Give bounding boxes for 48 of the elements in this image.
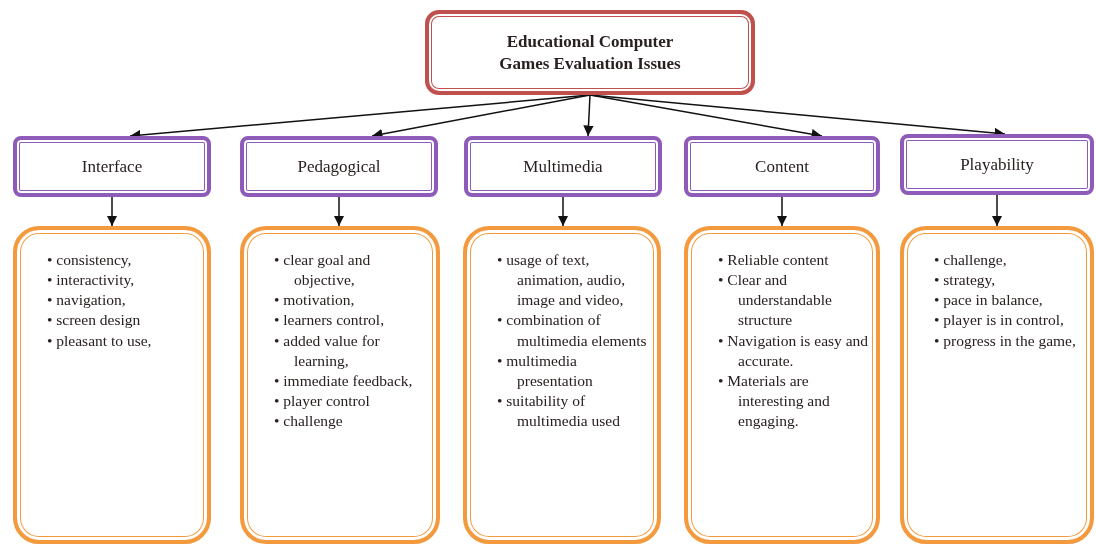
list-item: • motivation, (274, 290, 356, 311)
list-item: • added value for learning, (274, 330, 381, 371)
list-box (240, 226, 440, 544)
arrow (557, 196, 569, 227)
arrow (776, 196, 788, 227)
list-item: • player is in control, (934, 310, 1065, 331)
list-item: • immediate feedback, (274, 370, 414, 391)
category-label: Pedagogical (297, 156, 381, 177)
list-item: • usage of text, animation, audio, image and video, (497, 250, 627, 311)
category-label: Playability (960, 154, 1034, 175)
list-item: • consistency, (47, 250, 133, 270)
list-item: • navigation, (47, 290, 127, 311)
list-item: • Navigation is easy and accurate. (718, 330, 870, 371)
category-label: Interface (81, 156, 143, 177)
category-box (13, 136, 211, 197)
list-box (463, 226, 661, 544)
list-item: • combination of multimedia elements (497, 310, 648, 351)
arrow (106, 196, 118, 227)
list-item: • progress in the game, (934, 330, 1077, 351)
list-item: • Clear and understandable structure (718, 270, 833, 331)
category-box (900, 134, 1094, 195)
list-item: • player control (274, 391, 371, 411)
list-box (900, 226, 1094, 544)
category-box (464, 136, 662, 197)
list-item: • screen design (47, 310, 142, 331)
title-box (425, 10, 755, 95)
list-box (684, 226, 880, 544)
list-item: • learners control, (274, 310, 385, 331)
list-item: • Materials are interesting and engaging. (718, 370, 831, 432)
arrow (583, 94, 594, 137)
list-item: • challenge, (934, 250, 1008, 270)
arrow (991, 194, 1003, 227)
list-item: • pace in balance, (934, 290, 1044, 311)
list-item: • multimedia presentation (497, 350, 594, 391)
arrow (333, 196, 345, 227)
list-item: • challenge (274, 411, 344, 432)
list-box (13, 226, 211, 544)
category-label: Multimedia (523, 156, 603, 177)
list-item: • interactivity, (47, 270, 136, 291)
category-label: Content (755, 156, 809, 177)
list-item: • clear goal and objective, (274, 250, 372, 291)
list-item: • pleasant to use, (47, 330, 153, 351)
title-label: Educational Computer Games Evaluation Issues (498, 31, 682, 74)
list-item: • Reliable content (718, 250, 830, 270)
list-item: • strategy, (934, 270, 997, 291)
category-box (240, 136, 438, 197)
list-item: • suitability of multimedia used (497, 391, 621, 432)
category-box (684, 136, 880, 197)
